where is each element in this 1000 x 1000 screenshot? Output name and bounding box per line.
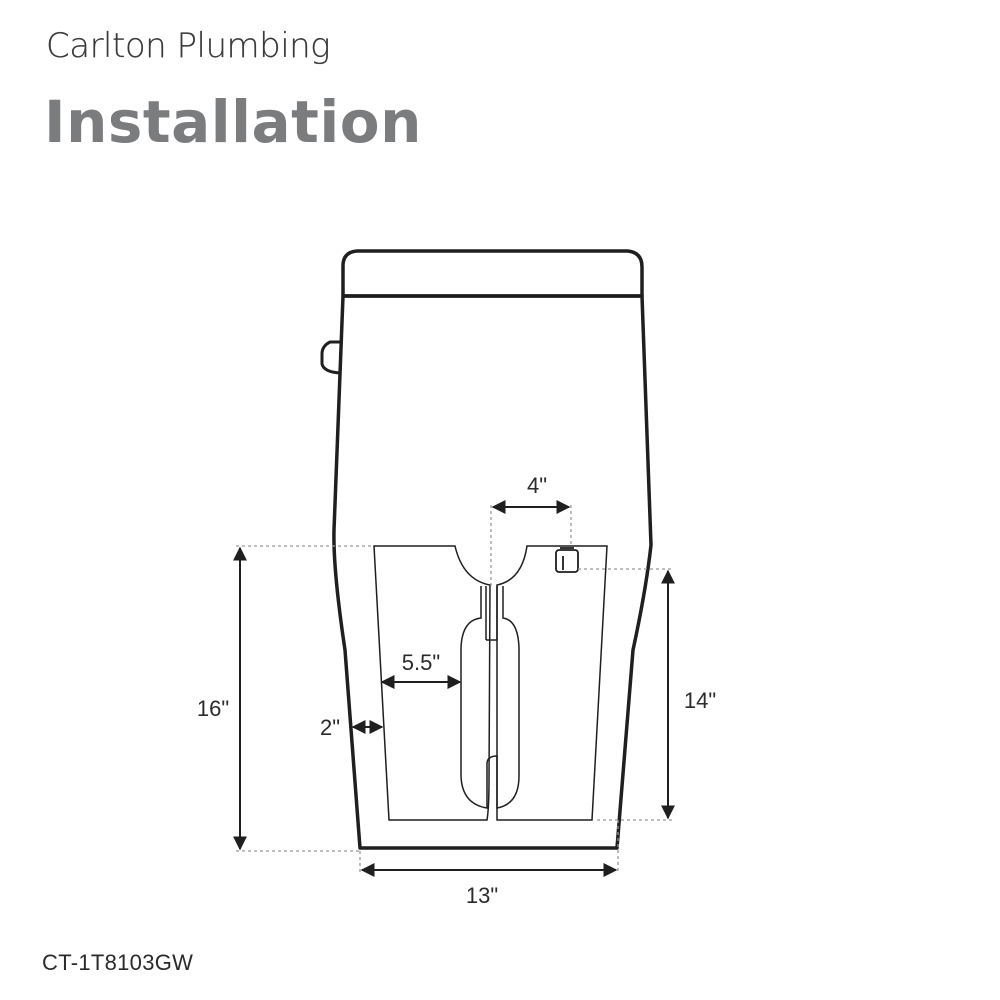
tank-lid [341,249,644,298]
cavity-right [496,545,608,821]
dim-13in-label: 13" [466,883,498,908]
dim-5-5in-label: 5.5" [402,650,440,675]
cavity-left [373,545,491,821]
dim-16in-label: 16" [197,696,229,721]
brand-logo: Carlton Plumbing [46,26,331,66]
trapway [460,586,520,809]
toilet-body-outline [332,249,653,850]
dim-2in-label: 2" [320,715,340,740]
model-number: CT-1T8103GW [42,950,194,975]
dim-4in-label: 4" [527,473,547,498]
flush-handle [320,340,341,375]
base-cavity-outline [373,545,608,821]
dim-14in-label: 14" [684,688,716,713]
page-title: Installation [44,88,422,156]
toilet-body [332,294,653,850]
extension-lines [236,505,672,872]
dimension-lines [233,500,675,877]
water-supply-inlet [555,547,579,573]
